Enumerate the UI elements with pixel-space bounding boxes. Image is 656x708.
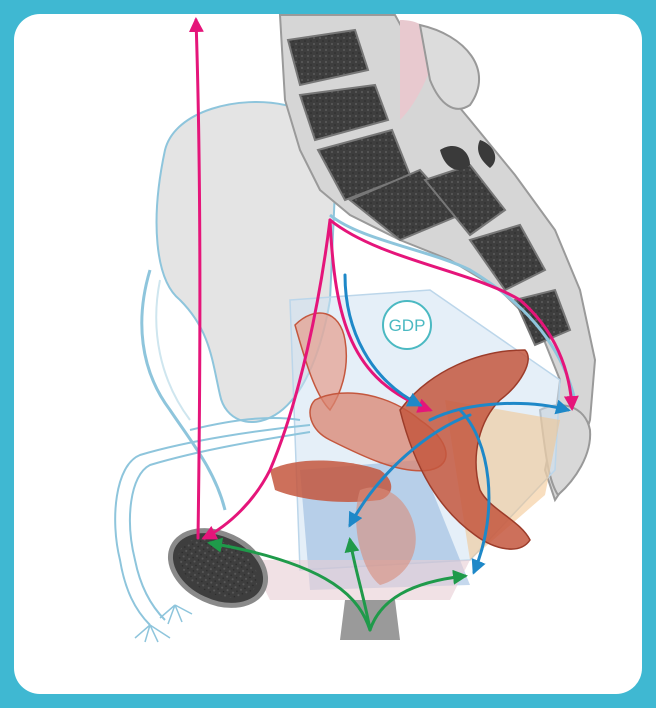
gdp-label: GDP [389,316,426,335]
perineal-body [340,600,400,640]
gdp-marker: GDP [383,301,431,349]
pubic-bone [158,516,277,620]
